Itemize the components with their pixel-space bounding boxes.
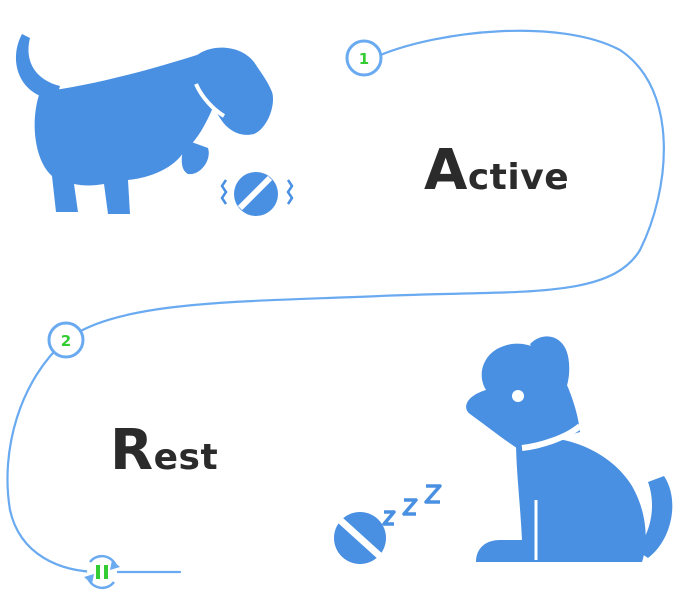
playful-dog-icon xyxy=(15,34,274,214)
step-number-2: 2 xyxy=(61,332,71,350)
step-marker-2: 2 xyxy=(47,321,85,359)
step-number-1: 1 xyxy=(359,50,369,68)
step-marker-1: 1 xyxy=(345,39,383,77)
stage-title-rest-stage: Rest xyxy=(110,418,218,483)
stage-title-rest: est xyxy=(153,437,219,478)
sitting-dog-icon xyxy=(466,336,673,562)
stage-title-rest: ctive xyxy=(467,157,570,198)
bouncing-ball-icon xyxy=(220,172,294,216)
resting-ball-icon xyxy=(334,512,386,564)
stage-title-initial: R xyxy=(110,418,154,483)
stage-title-initial: A xyxy=(424,138,468,203)
pause-cycle-icon xyxy=(84,554,120,590)
stage-title-active: Active xyxy=(424,138,569,203)
zzz-icon xyxy=(382,484,442,526)
journey-path xyxy=(6,29,665,574)
